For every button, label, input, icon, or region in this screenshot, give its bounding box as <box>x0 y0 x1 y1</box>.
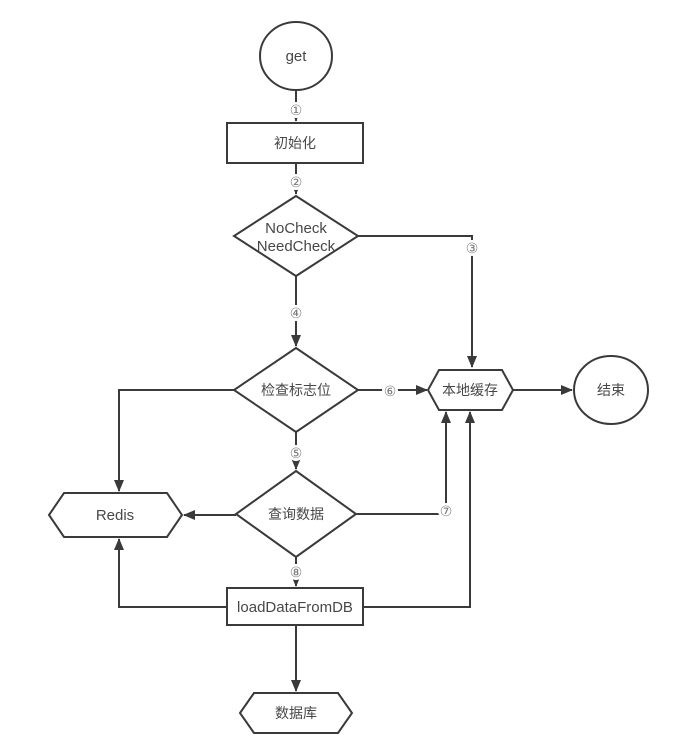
node-end: 结束 <box>573 355 649 425</box>
edge-label-7-bg <box>438 503 454 519</box>
node-load-db: loadDataFromDB <box>226 587 364 626</box>
query-data-label: 查询数据 <box>268 506 324 522</box>
start-label: get <box>286 48 308 65</box>
check-flag-label: 检查标志位 <box>261 382 331 398</box>
node-local-cache: 本地缓存 <box>426 369 515 411</box>
check-flag-diamond <box>232 346 360 434</box>
check-mode-label-line1: NoCheck <box>265 220 327 237</box>
edge-label-5: ⑤ <box>290 446 303 462</box>
edge-label-2: ② <box>290 175 303 191</box>
edge-checkflag-to-redis <box>114 389 234 492</box>
end-circle <box>573 355 649 425</box>
edge-label-1-bg <box>288 102 304 118</box>
edge-label-3: ③ <box>466 241 479 257</box>
start-circle <box>259 21 333 91</box>
init-rect <box>226 122 364 164</box>
edge-label-3-bg <box>464 240 480 256</box>
edge-label-5-bg <box>288 445 304 461</box>
node-check-mode: NoCheck NeedCheck <box>232 194 360 278</box>
edge-label-4: ④ <box>290 306 303 322</box>
node-query-data: 查询数据 <box>234 469 358 559</box>
edge-label-8: ⑧ <box>290 565 303 581</box>
edge-querydata-to-localcache <box>356 411 451 515</box>
end-label: 结束 <box>597 382 625 398</box>
node-database: 数据库 <box>238 692 354 734</box>
edge-label-8-bg <box>288 564 304 580</box>
edge-labels: ① ② ③ ④ ⑤ ⑥ ⑦ ⑧ <box>288 102 480 581</box>
redis-hexagon <box>47 492 184 538</box>
check-mode-label-line2: NeedCheck <box>257 238 336 255</box>
node-check-flag: 检查标志位 <box>232 346 360 434</box>
database-hexagon <box>238 692 354 734</box>
local-cache-label: 本地缓存 <box>442 382 498 398</box>
node-init: 初始化 <box>226 122 364 164</box>
database-label: 数据库 <box>275 705 317 721</box>
edge-label-1: ① <box>290 103 303 119</box>
local-cache-hexagon <box>426 369 515 411</box>
init-label: 初始化 <box>274 135 316 151</box>
check-mode-diamond <box>232 194 360 278</box>
node-redis: Redis <box>47 492 184 538</box>
node-start: get <box>259 21 333 91</box>
edge-label-7: ⑦ <box>440 504 453 520</box>
edge-label-2-bg <box>288 174 304 190</box>
edge-label-6-bg <box>382 383 398 399</box>
edge-label-6: ⑥ <box>384 384 397 400</box>
query-data-diamond <box>234 469 358 559</box>
edge-label-4-bg <box>288 305 304 321</box>
load-db-label: loadDataFromDB <box>237 599 353 616</box>
edge-checkmode-to-localcache <box>358 235 477 368</box>
nodes: get 初始化 NoCheck NeedCheck 检查标志位 本地缓存 结束 <box>47 21 649 734</box>
redis-label: Redis <box>96 507 134 524</box>
edge-loaddb-to-redis <box>114 538 227 608</box>
load-db-rect <box>226 587 364 626</box>
edge-loaddb-to-localcache <box>363 411 475 608</box>
